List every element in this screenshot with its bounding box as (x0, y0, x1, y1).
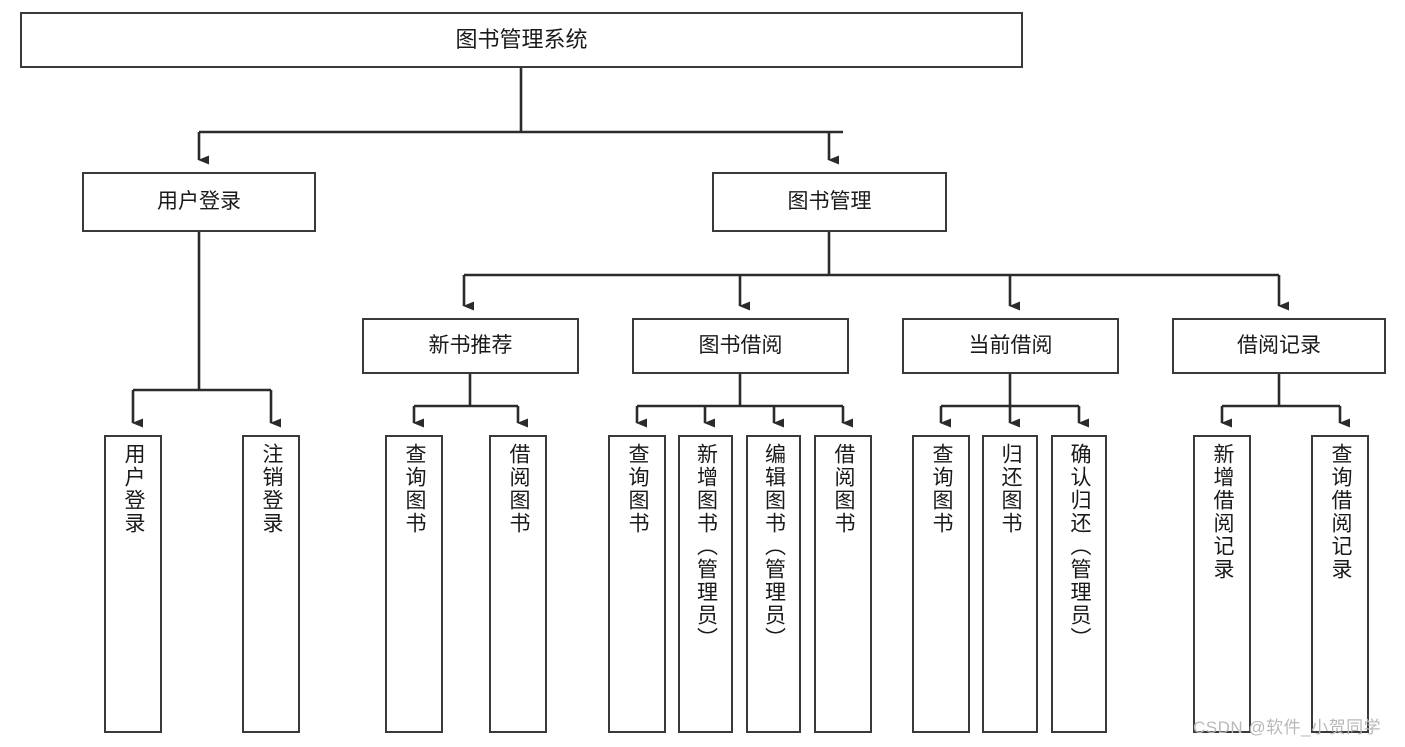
node-borrow-record[interactable]: 借阅记录 (1172, 318, 1386, 374)
node-current-borrow[interactable]: 当前借阅 (902, 318, 1119, 374)
node-leaf-add-record[interactable]: 新增借阅记录 (1193, 435, 1251, 733)
node-label: 注销登录 (260, 443, 284, 535)
node-book-management[interactable]: 图书管理 (712, 172, 947, 232)
node-label: 编辑图书（管理员） (762, 443, 786, 650)
node-leaf-user-logout[interactable]: 注销登录 (242, 435, 300, 733)
node-label: 归还图书 (999, 443, 1023, 535)
node-label: 借阅图书 (832, 443, 856, 535)
node-leaf-query-record[interactable]: 查询借阅记录 (1311, 435, 1369, 733)
node-leaf-borrow-book-2[interactable]: 借阅图书 (814, 435, 872, 733)
node-label: 图书管理 (787, 190, 872, 214)
node-book-borrow[interactable]: 图书借阅 (632, 318, 849, 374)
node-label: 当前借阅 (968, 334, 1053, 358)
node-leaf-query-book-3[interactable]: 查询图书 (912, 435, 970, 733)
node-leaf-query-book-2[interactable]: 查询图书 (608, 435, 666, 733)
csdn-watermark: CSDN @软件_小贺同学 (1193, 718, 1382, 737)
node-label: 借阅记录 (1237, 334, 1321, 358)
node-label: 用户登录 (122, 443, 146, 535)
node-leaf-edit-book[interactable]: 编辑图书（管理员） (746, 435, 801, 733)
node-label: 查询图书 (403, 443, 427, 535)
node-label: 借阅图书 (507, 443, 531, 535)
node-user-login[interactable]: 用户登录 (82, 172, 316, 232)
node-leaf-confirm-return[interactable]: 确认归还（管理员） (1051, 435, 1107, 733)
node-label: 查询图书 (930, 443, 954, 535)
node-leaf-return-book[interactable]: 归还图书 (982, 435, 1038, 733)
node-root-book-management-system[interactable]: 图书管理系统 (20, 12, 1023, 68)
node-leaf-user-login[interactable]: 用户登录 (104, 435, 162, 733)
node-leaf-query-book-1[interactable]: 查询图书 (385, 435, 443, 733)
node-label: 确认归还（管理员） (1068, 443, 1092, 650)
node-label: 图书管理系统 (455, 26, 588, 52)
node-leaf-borrow-book-1[interactable]: 借阅图书 (489, 435, 547, 733)
node-label: 新书推荐 (428, 334, 513, 358)
node-label: 查询借阅记录 (1329, 443, 1353, 581)
node-label: 查询图书 (626, 443, 650, 535)
node-label: 新增图书（管理员） (694, 443, 718, 650)
node-label: 图书借阅 (698, 334, 783, 358)
node-label: 用户登录 (157, 190, 241, 214)
node-leaf-add-book[interactable]: 新增图书（管理员） (678, 435, 733, 733)
node-label: 新增借阅记录 (1211, 443, 1235, 581)
node-new-book-recommend[interactable]: 新书推荐 (362, 318, 579, 374)
